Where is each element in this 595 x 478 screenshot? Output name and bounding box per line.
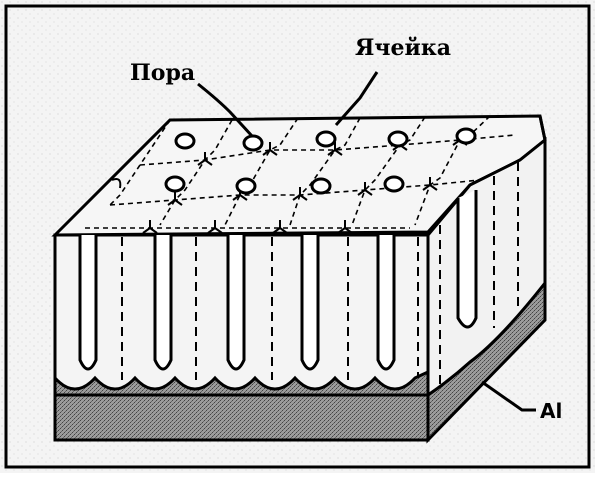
pore-channels-side — [458, 190, 476, 327]
label-aluminum: Al — [540, 399, 562, 423]
label-pore: Пора — [130, 60, 195, 86]
label-cell: Ячейка — [355, 35, 451, 61]
aluminum-front-face — [55, 395, 428, 440]
